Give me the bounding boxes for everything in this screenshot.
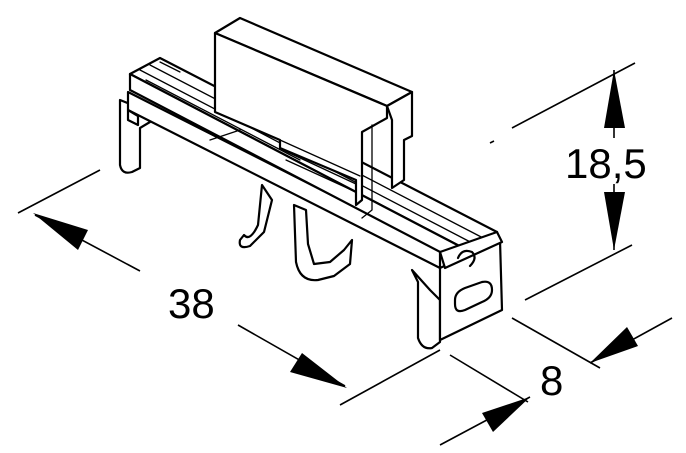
end-slot [453, 280, 494, 313]
length-extension-right [339, 349, 441, 406]
center-leg-right [292, 203, 354, 282]
dimension-height: 18,5 [511, 62, 666, 301]
width-extension-back [511, 317, 601, 369]
cap-side [385, 90, 414, 190]
end-curl [456, 249, 476, 268]
length-arrow-right [290, 353, 347, 388]
cap-tab-line-2 [282, 149, 357, 185]
width-label: 8 [540, 357, 563, 404]
base-side-face [126, 108, 140, 127]
cap-tab-line-1 [279, 139, 361, 177]
height-label-bg [562, 138, 666, 184]
width-arrow-bottom [482, 397, 530, 432]
height-label: 18,5 [565, 140, 647, 187]
dimension-length: 38 [17, 169, 441, 406]
length-extension-left [17, 169, 101, 214]
right-foot [410, 268, 442, 350]
dimension-width: 8 [439, 317, 673, 446]
length-arrow-left [33, 213, 88, 250]
width-extension-front [449, 354, 529, 403]
tick-mark [489, 140, 495, 144]
length-label: 38 [168, 280, 215, 327]
center-leg-left [238, 183, 274, 249]
cap-bottom-edge [214, 111, 281, 141]
rail-groove [209, 129, 241, 141]
width-arrow-top [590, 327, 638, 363]
end-block-top [438, 230, 504, 270]
height-arrow-top [604, 70, 625, 128]
cap-tab-line-3 [285, 159, 357, 193]
rail-rib-3 [145, 79, 301, 161]
height-arrow-bottom [604, 192, 625, 250]
rail-clip-part [118, 16, 504, 350]
rail-rib-4 [159, 61, 181, 73]
height-extension-bottom [524, 244, 633, 301]
cap-inner-line [361, 124, 373, 219]
